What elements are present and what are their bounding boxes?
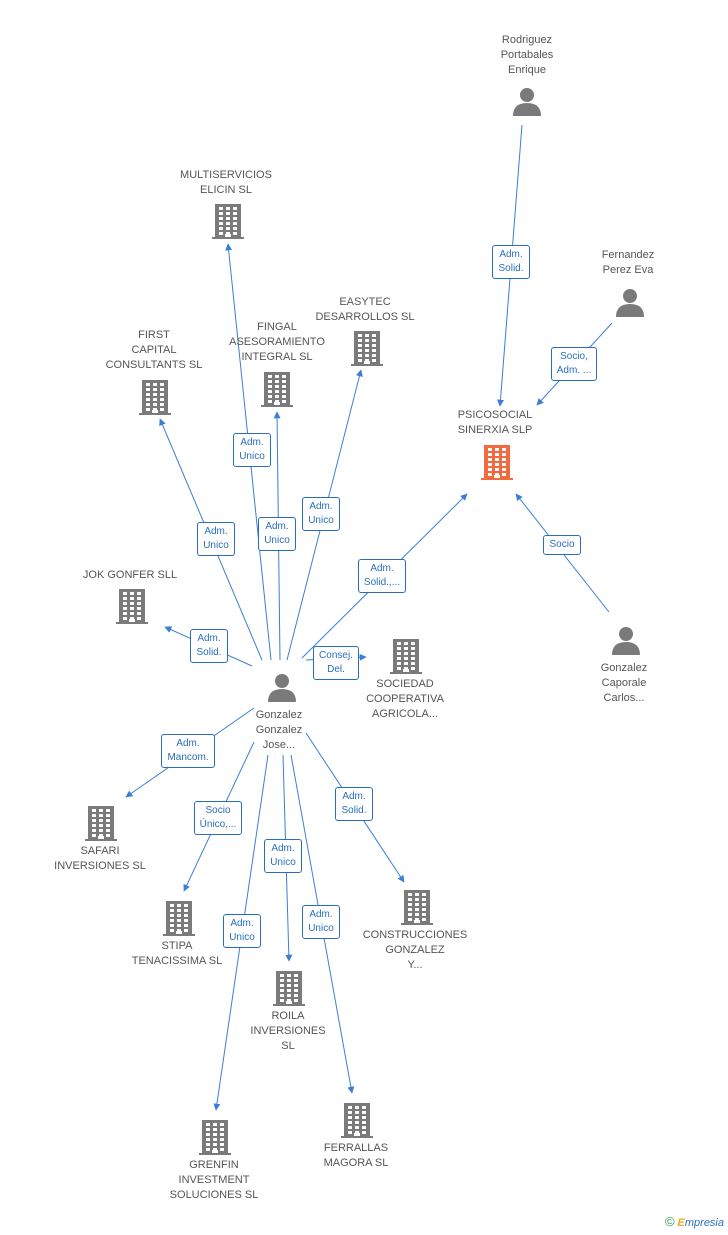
building-icon-safari[interactable] xyxy=(85,806,117,841)
building-icon-construcciones[interactable] xyxy=(401,890,433,925)
edge-label-gjose-fingal[interactable]: Adm. Unico xyxy=(258,517,296,551)
edge-label-gjose-grenfin[interactable]: Adm. Unico xyxy=(223,914,261,948)
edge-label-gjose-sociedad[interactable]: Consej. Del. xyxy=(313,646,359,680)
person-icon-rodriguez[interactable] xyxy=(513,88,541,116)
edge-label-gjose-psicosocial[interactable]: Adm. Solid.,... xyxy=(357,559,407,593)
node-label-psicosocial[interactable]: PSICOSOCIAL SINERXIA SLP xyxy=(457,409,533,436)
node-label-jok[interactable]: JOK GONFER SLL xyxy=(82,569,178,581)
node-label-multiservicios[interactable]: MULTISERVICIOS ELICIN SL xyxy=(180,169,272,196)
building-icon-first[interactable] xyxy=(139,380,171,415)
nodes-layer xyxy=(85,88,644,1155)
edge-label-fernandez-psicosocial[interactable]: Socio, Adm. ... xyxy=(550,347,598,381)
edge-label-gjose-easytec[interactable]: Adm. Unico xyxy=(302,497,340,531)
building-icon-stipa[interactable] xyxy=(163,901,195,936)
edge-label-gjose-roila[interactable]: Adm. Unico xyxy=(264,839,302,873)
node-label-roila[interactable]: ROILA INVERSIONES SL xyxy=(250,1010,326,1052)
person-icon-gjose[interactable] xyxy=(268,674,296,702)
building-icon-grenfin[interactable] xyxy=(199,1120,231,1155)
brand-initial: E xyxy=(677,1217,685,1229)
edge-label-gjose-stipa[interactable]: Socio Único,... xyxy=(193,801,243,835)
edge-label-gjose-first[interactable]: Adm. Unico xyxy=(197,522,235,556)
node-label-gcaporale[interactable]: Gonzalez Caporale Carlos... xyxy=(600,662,648,704)
node-label-rodriguez[interactable]: Rodriguez Portabales Enrique xyxy=(500,34,554,76)
node-label-gjose[interactable]: Gonzalez Gonzalez Jose... xyxy=(255,709,303,751)
edge-label-gjose-safari[interactable]: Adm. Mancom. xyxy=(161,734,215,768)
node-label-first[interactable]: FIRST CAPITAL CONSULTANTS SL xyxy=(105,329,203,371)
node-label-stipa[interactable]: STIPA TENACISSIMA SL xyxy=(131,940,223,967)
node-label-construcciones[interactable]: CONSTRUCCIONES GONZALEZ Y... xyxy=(362,929,468,971)
person-icon-gcaporale[interactable] xyxy=(612,627,640,655)
edge-label-gjose-construcciones[interactable]: Adm. Solid. xyxy=(335,787,373,821)
building-icon-multiservicios[interactable] xyxy=(212,204,244,239)
building-icon-fingal[interactable] xyxy=(261,372,293,407)
building-icon-ferrallas[interactable] xyxy=(341,1103,373,1138)
node-label-easytec[interactable]: EASYTEC DESARROLLOS SL xyxy=(315,296,415,323)
edge-label-gcaporale-psicosocial[interactable]: Socio xyxy=(543,535,581,555)
building-icon-roila[interactable] xyxy=(273,971,305,1006)
node-label-grenfin[interactable]: GRENFIN INVESTMENT SOLUCIONES SL xyxy=(169,1159,259,1201)
node-label-safari[interactable]: SAFARI INVERSIONES SL xyxy=(54,845,146,872)
building-icon-jok[interactable] xyxy=(116,589,148,624)
building-icon-easytec[interactable] xyxy=(351,331,383,366)
edge-label-rodriguez-psicosocial[interactable]: Adm. Solid. xyxy=(492,245,530,279)
edge-label-gjose-ferrallas[interactable]: Adm. Unico xyxy=(302,905,340,939)
node-label-ferrallas[interactable]: FERRALLAS MAGORA SL xyxy=(323,1142,389,1169)
person-icon-fernandez[interactable] xyxy=(616,289,644,317)
node-label-sociedad[interactable]: SOCIEDAD COOPERATIVA AGRICOLA... xyxy=(366,678,444,720)
node-label-fernandez[interactable]: Fernandez Perez Eva xyxy=(601,249,655,276)
brand-name: mpresia xyxy=(684,1217,724,1229)
edge-label-gjose-jok[interactable]: Adm. Solid. xyxy=(190,629,228,663)
copyright-icon: © xyxy=(664,1214,675,1229)
edge-label-gjose-multiservicios[interactable]: Adm. Unico xyxy=(233,433,271,467)
building-icon-sociedad[interactable] xyxy=(390,639,422,674)
footer-brand: ©Empresia xyxy=(665,1214,724,1229)
node-label-fingal[interactable]: FINGAL ASESORAMIENTO INTEGRAL SL xyxy=(229,321,325,363)
focus-building-icon-psicosocial[interactable] xyxy=(481,445,513,480)
